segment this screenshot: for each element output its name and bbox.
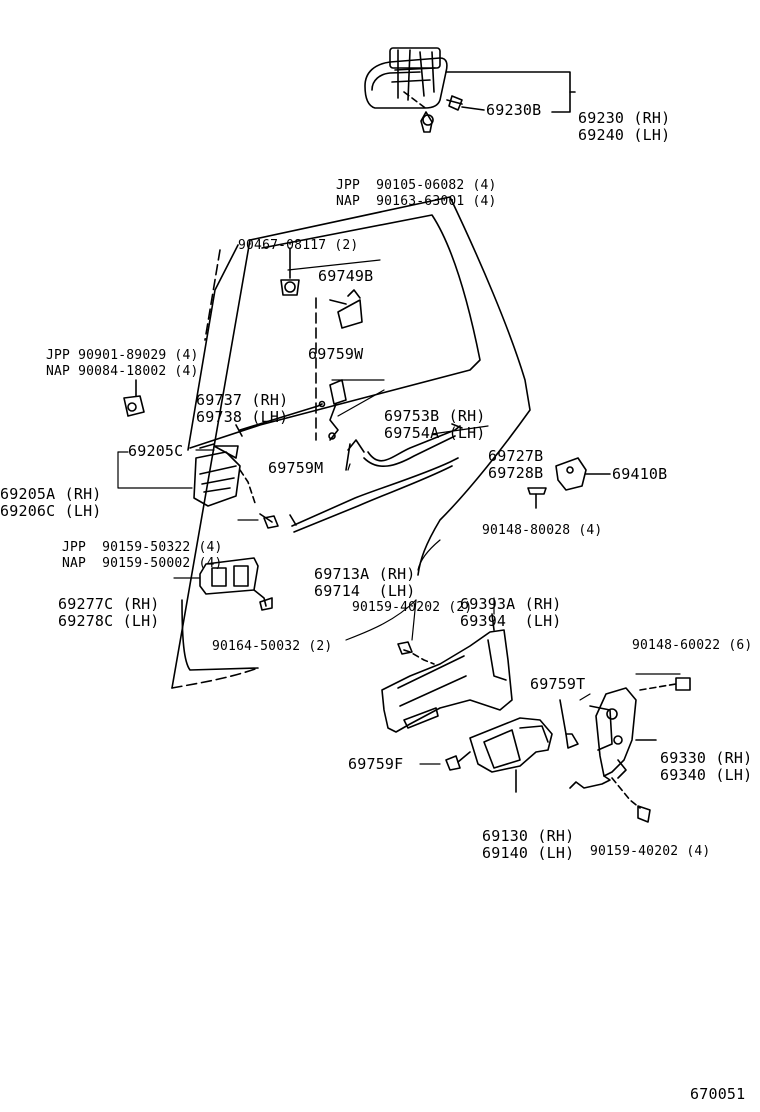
handle-screw-label: 90164-50032 (2) <box>212 639 333 654</box>
striker-label: 69410B <box>612 465 668 483</box>
outside-handle-drawing <box>364 47 576 133</box>
lock-screw-bottom-label: 90159-40202 (4) <box>590 844 711 859</box>
striker-screw-label: 90148-80028 (4) <box>482 523 603 538</box>
rod-holder-w-label: 69759W <box>308 345 364 363</box>
outside-handle-label: 69230 (RH)69240 (LH) <box>578 109 671 144</box>
rod-holder-t-label: 69759T <box>530 675 586 693</box>
leader-lines <box>117 259 681 765</box>
frame-bracket-drawing <box>381 613 513 733</box>
frame-bracket-label: 69393A (RH)69394 (LH) <box>460 595 562 630</box>
outside-handle-bolt-label: JPP 90105-06082 (4)NAP 90163-63001 (4) <box>336 178 497 209</box>
bezel-screw-label: JPP 90159-50322 (4)NAP 90159-50002 (4) <box>62 540 223 571</box>
door-clip-label: JPP 90901-89029 (4)NAP 90084-18002 (4) <box>46 348 199 379</box>
outside-handle-pad-label: 69230B <box>486 101 542 119</box>
rod-holder-m-label: 69759M <box>268 459 324 477</box>
clip-top-label: 90467-08117 (2) <box>238 238 359 253</box>
door-clip-drawing <box>123 379 145 417</box>
lock-knob-bracket-label: 69749B <box>318 267 374 285</box>
lock-screw-top-label: 90148-60022 (6) <box>632 638 753 653</box>
inside-handle-drawing <box>199 557 273 611</box>
inside-handle-label: 69277C (RH)69278C (LH) <box>58 595 160 630</box>
link-rod-lower-label: 69713A (RH)69714 (LH) <box>314 565 416 600</box>
door-lock-drawing <box>559 677 691 823</box>
rod-holder-f-label: 69759F <box>348 755 404 773</box>
lock-actuator-drawing <box>445 717 553 793</box>
lock-rods-drawing <box>235 400 463 533</box>
inside-handle-bezel-drawing <box>193 443 279 529</box>
lock-actuator-label: 69130 (RH)69140 (LH) <box>482 827 575 862</box>
bezel-clip-label: 69205C <box>128 442 184 460</box>
bracket-screw-label: 90159-40202 (2) <box>352 600 473 615</box>
diagram-code: 670051 <box>690 1085 746 1103</box>
lock-knob-drawing <box>280 247 363 441</box>
door-lock-label: 69330 (RH)69340 (LH) <box>660 749 753 784</box>
door-frame-outline <box>171 196 531 689</box>
striker-drawing <box>527 457 611 509</box>
lock-rod-label: 69737 (RH)69738 (LH) <box>196 391 289 426</box>
inside-handle-bezel-label: 69205A (RH)69206C (LH) <box>0 485 102 520</box>
knob-link-label: 69753B (RH)69754A (LH) <box>384 407 486 442</box>
